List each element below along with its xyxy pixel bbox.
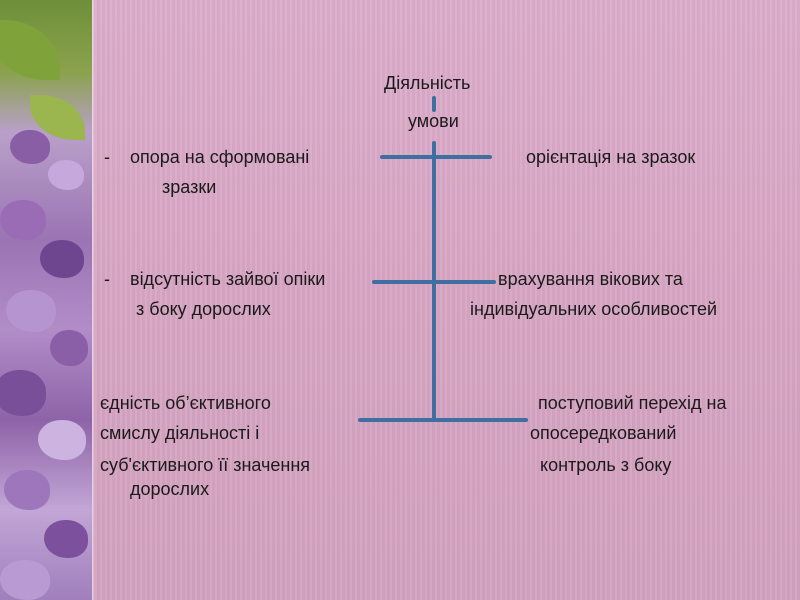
right-item-3-line-2: опосередкований xyxy=(530,422,676,444)
left-item-3-line-3: суб'єктивного її значення xyxy=(100,454,310,476)
bullet-dash: - xyxy=(104,146,110,168)
diagram-subtitle: умови xyxy=(408,110,459,132)
left-item-2-line-2: з боку дорослих xyxy=(136,298,271,320)
right-item-3-line-3: контроль з боку xyxy=(540,454,671,476)
bullet-dash: - xyxy=(104,268,110,290)
left-item-2-line-1: відсутність зайвої опіки xyxy=(130,268,325,290)
right-item-3-line-1: поступовий перехід на xyxy=(538,392,726,414)
left-item-3-line-1: єдність об’єктивного xyxy=(100,392,271,414)
left-item-3-line-4: дорослих xyxy=(130,478,209,500)
right-item-2-line-1: врахування вікових та xyxy=(498,268,683,290)
right-item-1-line-1: орієнтація на зразок xyxy=(526,146,695,168)
right-item-2-line-2: індивідуальних особливостей xyxy=(470,298,717,320)
left-item-3-line-2: смислу діяльності і xyxy=(100,422,259,444)
diagram-title: Діяльність xyxy=(384,72,470,94)
left-item-1-line-1: опора на сформовані xyxy=(130,146,309,168)
left-item-1-line-2: зразки xyxy=(162,176,216,198)
